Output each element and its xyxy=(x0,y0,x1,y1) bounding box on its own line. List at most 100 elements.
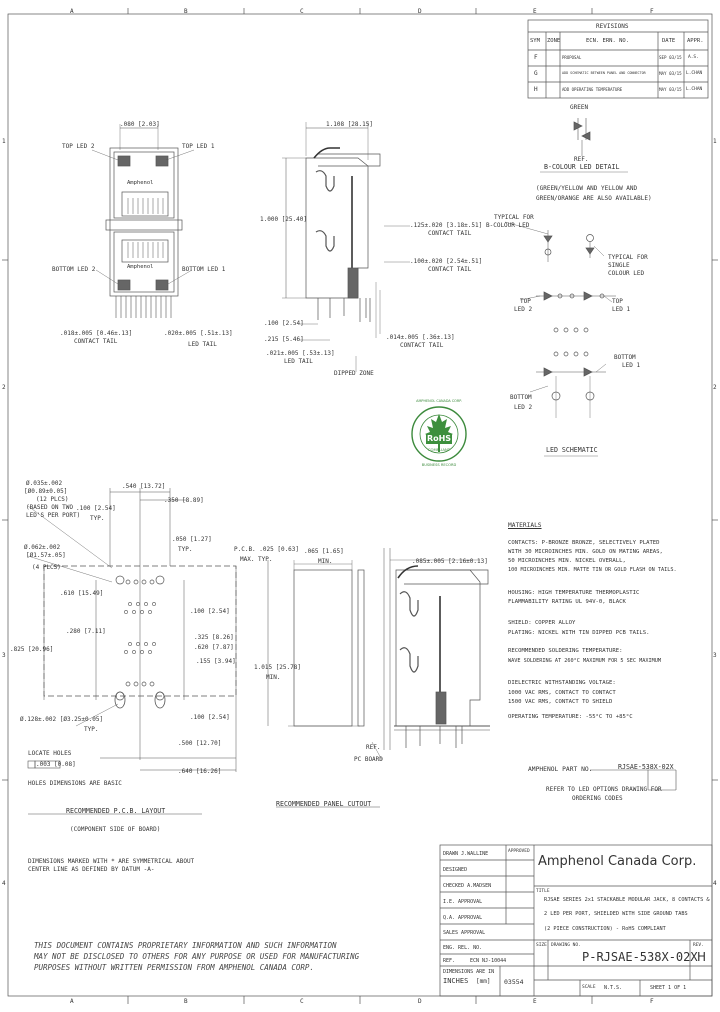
zone-col-e-top: E xyxy=(533,8,537,15)
materials-line: DIELECTRIC WITHSTANDING VOLTAGE: xyxy=(508,680,616,686)
rev-header-zone: ZONE xyxy=(547,38,561,44)
materials-line: OPERATING TEMPERATURE: -55°C TO +85°C xyxy=(508,714,633,720)
dim-side-right-sub: CONTACT TAIL xyxy=(400,342,444,349)
tb-sheet: SHEET 1 OF 1 xyxy=(650,985,687,991)
zone-row-1-right: 1 xyxy=(713,138,717,145)
materials-line: CONTACTS: P-BRONZE BRONZE, SELECTIVELY P… xyxy=(508,540,660,546)
zone-row-1-left: 1 xyxy=(2,138,6,145)
materials-line: RECOMMENDED SOLDERING TEMPERATURE: xyxy=(508,648,623,654)
materials-title: MATERIALS xyxy=(508,522,542,529)
part-refer-2: ORDERING CODES xyxy=(572,795,623,802)
pcb-dim-620: .620 [7.87] xyxy=(194,644,234,651)
pcb-dim-640: .640 [16.26] xyxy=(178,768,222,775)
pcb-dim-100a: .100 [2.54] xyxy=(76,505,116,512)
tb-units-mm: [mm] xyxy=(476,978,491,985)
tb-ref: REF. xyxy=(443,958,456,964)
materials-line: 1000 VAC RMS, CONTACT TO CONTACT xyxy=(508,690,616,696)
pcb-dim-d2c: (4 PLCS) xyxy=(32,564,61,571)
pcb-dim-280: .280 [7.11] xyxy=(66,628,106,635)
panel-dim-065: .065 [1.65] xyxy=(304,548,344,555)
zone-row-3-right: 3 xyxy=(713,652,717,659)
notice-line: MAY NOT BE DISCLOSED TO OTHERS FOR ANY P… xyxy=(34,952,360,961)
label-bottom-led1: BOTTOM LED 1 xyxy=(182,266,226,273)
zone-col-b-bottom: B xyxy=(184,998,188,1005)
dim-front-led: .020±.005 [.51±.13] xyxy=(164,330,233,337)
panel-pc-board: PC BOARD xyxy=(354,756,383,763)
zone-row-2-right: 2 xyxy=(713,384,717,391)
rohs-sub: COMPLIANT xyxy=(427,447,451,452)
panel-dim-085: .085±.005 [2.16±0.13] xyxy=(412,558,488,565)
revisions-title: REVISIONS xyxy=(596,23,629,30)
tb-ecn: ECN NJ-10044 xyxy=(470,958,507,964)
materials-line: 100 MICROINCHES MIN. MATTE TIN OR GOLD F… xyxy=(508,567,677,573)
pcb-symmetry-note-1: DIMENSIONS MARKED WITH * ARE SYMMETRICAL… xyxy=(28,858,195,865)
pcb-dim-100c: .100 [2.54] xyxy=(190,714,230,721)
label-sch-bottom-led1-a: BOTTOM xyxy=(614,354,636,361)
dim-side-led-sub: LED TAIL xyxy=(284,358,313,365)
zone-col-d-top: D xyxy=(418,8,422,15)
dim-side-right: .014±.005 [.36±.13] xyxy=(386,334,455,341)
led-detail-title: B-COLOUR LED DETAIL xyxy=(544,163,620,171)
label-top-led2: TOP LED 2 xyxy=(62,143,95,150)
brand-top: Amphenol xyxy=(127,180,154,186)
materials-line: WITH 30 MICROINCHES MIN. GOLD ON MATING … xyxy=(508,549,663,555)
tb-sales-approval: SALES APPROVAL xyxy=(443,930,486,936)
label-sch-bottom-led2-a: BOTTOM xyxy=(510,394,532,401)
pcb-dim-d1b: [Ø0.89±0.05] xyxy=(24,488,68,495)
zone-col-a-top: A xyxy=(70,8,74,15)
notice-line: THIS DOCUMENT CONTAINS PROPRIETARY INFOR… xyxy=(34,941,337,950)
dim-front-contact-sub: CONTACT TAIL xyxy=(74,338,118,345)
tb-eng-rel: ENG. REL. NO. xyxy=(443,945,483,951)
pcb-layout-title: RECOMMENDED P.C.B. LAYOUT xyxy=(66,807,166,815)
panel-cutout-title: RECOMMENDED PANEL CUTOUT xyxy=(276,800,372,808)
label-sch-top-led2-a: TOP xyxy=(520,298,531,305)
dim-front-led-sub: LED TAIL xyxy=(188,341,217,348)
pcb-dim-825: .825 [20.96] xyxy=(10,646,54,653)
pcb-dim-d1e: LED'S PER PORT) xyxy=(26,512,81,519)
label-dipped-zone: DIPPED ZONE xyxy=(334,370,374,377)
rev-row-appr: L.CHAN xyxy=(686,87,703,92)
pcb-dim-hole: Ø.128±.002 [Ø3.25±0.05] xyxy=(20,716,104,723)
pcb-dim-d1: Ø.035±.002 xyxy=(26,480,63,487)
dim-side-215: .215 [5.46] xyxy=(264,336,304,343)
tb-units-label: DIMENSIONS ARE IN xyxy=(443,969,495,975)
pcb-typ-3: TYP. xyxy=(84,726,99,733)
tb-title-label: TITLE xyxy=(536,889,550,894)
dim-tail-top: .125±.020 [3.18±.51] xyxy=(410,222,483,229)
tb-size-label: SIZE xyxy=(536,943,547,948)
tb-drawing-no-label: DRAWING NO. xyxy=(551,943,581,948)
rohs-stamp: AMPHENOL CANADA CORP. RoHS COMPLIANT BUS… xyxy=(409,399,469,474)
label-sch-bottom-led1-b: LED 1 xyxy=(622,362,641,369)
zone-col-c-top: C xyxy=(300,8,304,15)
pcb-dim-350: .350 [8.89] xyxy=(164,497,204,504)
pcb-dim-540: .540 [13.72] xyxy=(122,483,166,490)
materials-line: 50 MICROINCHES MIN. NICKEL OVERALL, xyxy=(508,558,626,564)
rev-row-appr: L.CHAN xyxy=(686,71,703,76)
pcb-locate-holes: LOCATE HOLES xyxy=(28,750,72,757)
rev-row-date: MAY 03/15 xyxy=(659,71,682,76)
tb-checked: CHECKED A.MADSEN xyxy=(443,883,492,889)
rev-row-date: MAY 03/15 xyxy=(659,87,682,92)
tb-desc-2: 2 LED PER PORT, SHIELDED WITH SIDE GROUN… xyxy=(544,911,688,917)
dim-front-top: .080 [2.03] xyxy=(120,121,160,128)
dim-tail-top-sub: CONTACT TAIL xyxy=(428,230,472,237)
drawing-number: P-RJSAE-538X-02X xyxy=(582,950,698,964)
rohs-ring-top: AMPHENOL CANADA CORP. xyxy=(416,399,462,403)
led-detail-note-1: (GREEN/YELLOW AND YELLOW AND xyxy=(536,185,638,192)
label-sch-top-led1-a: TOP xyxy=(612,298,623,305)
materials-line: 1500 VAC RMS, CONTACT TO SHIELD xyxy=(508,699,613,705)
zone-row-4-left: 4 xyxy=(2,880,6,887)
label-sch-top-led1-b: LED 1 xyxy=(612,306,631,313)
pcb-dim-d2: Ø.062±.002 xyxy=(24,544,61,551)
pcb-dim-d1c: (12 PLCS) xyxy=(36,496,69,503)
tb-desc-3: (2 PIECE CONSTRUCTION) - RoHS COMPLIANT xyxy=(544,926,666,932)
pcb-typ-2: TYP. xyxy=(178,546,193,553)
zone-col-b-top: B xyxy=(184,8,188,15)
label-top-led1: TOP LED 1 xyxy=(182,143,215,150)
tb-code: 03554 xyxy=(504,978,524,986)
pcb-dim-050: .050 [1.27] xyxy=(172,536,212,543)
rohs-label: RoHS xyxy=(426,434,452,443)
rev-row-appr: A.S. xyxy=(688,55,699,60)
tb-units: INCHES xyxy=(443,977,469,985)
